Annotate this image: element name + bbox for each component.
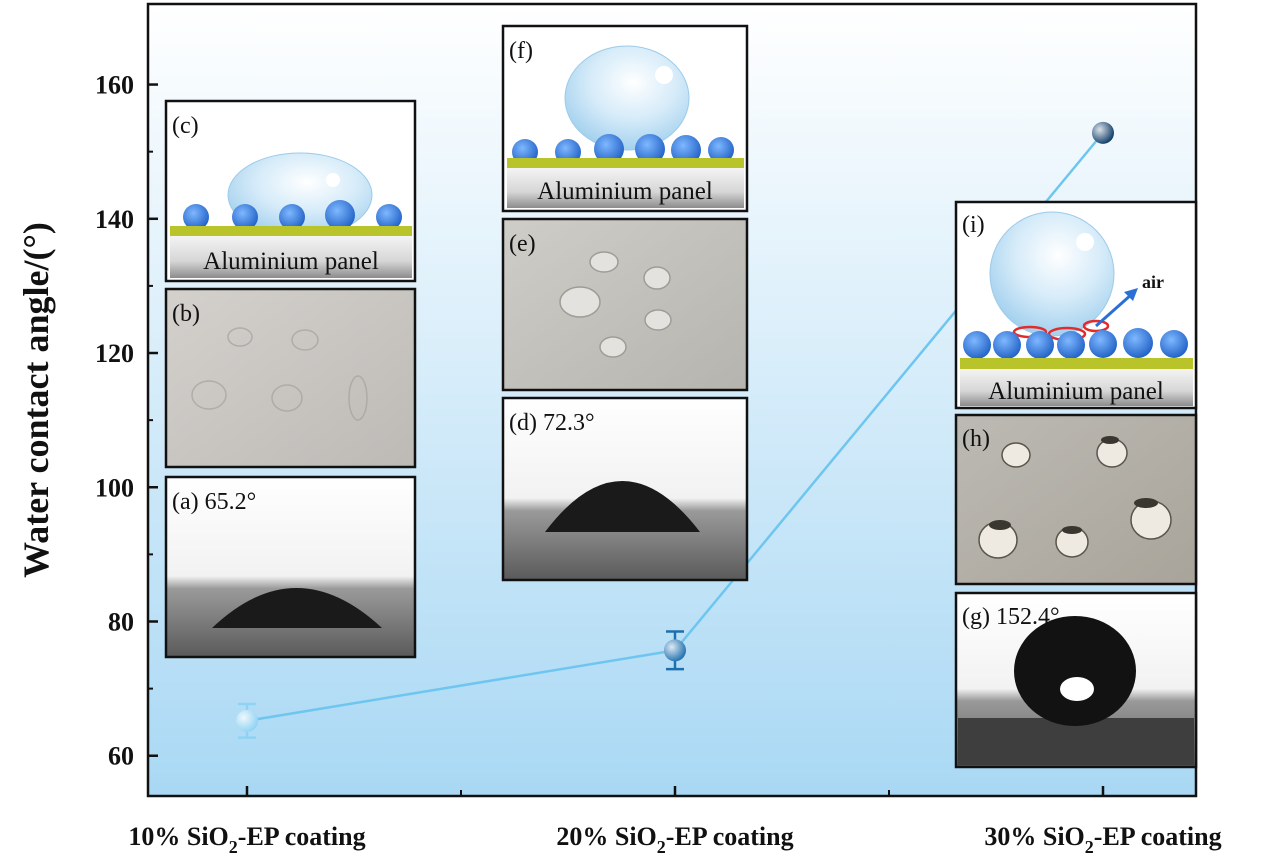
panel-c-tag: (c) bbox=[172, 113, 199, 139]
y-axis: 60 80 100 120 140 160 bbox=[95, 71, 158, 771]
panel-h-tag: (h) bbox=[962, 426, 990, 452]
panel-f-text: Aluminium panel bbox=[537, 178, 713, 205]
data-point bbox=[1092, 121, 1114, 144]
y-axis-label: Water contact angle/(°) bbox=[16, 222, 56, 578]
y-tick-label: 160 bbox=[95, 71, 134, 100]
panel-i-air-label: air bbox=[1142, 272, 1164, 292]
panel-i: air (i) Aluminium panel bbox=[954, 200, 1198, 410]
y-tick-label: 140 bbox=[95, 205, 134, 234]
y-tick-label: 100 bbox=[95, 473, 134, 502]
x-axis: 10% SiO2-EP coating 20% SiO2-EP coating 30… bbox=[128, 786, 1222, 857]
panel-f: (f) Aluminium panel bbox=[501, 24, 749, 213]
y-tick-label: 120 bbox=[95, 339, 134, 368]
panel-e-tag: (e) bbox=[509, 231, 536, 257]
panel-e: (e) bbox=[501, 217, 749, 392]
x-tick-label: 10% SiO2-EP coating bbox=[128, 822, 365, 857]
y-tick-label: 80 bbox=[108, 607, 134, 636]
panel-h: (h) bbox=[954, 413, 1198, 586]
panel-i-text: Aluminium panel bbox=[988, 378, 1164, 405]
panel-f-tag: (f) bbox=[509, 38, 533, 64]
panel-b-tag: (b) bbox=[172, 301, 200, 327]
x-tick-label: 20% SiO2-EP coating bbox=[556, 822, 793, 857]
data-point bbox=[236, 709, 258, 732]
panel-g: (g) 152.4° bbox=[954, 591, 1198, 769]
panel-g-tag: (g) 152.4° bbox=[962, 604, 1060, 630]
panel-a-tag: (a) 65.2° bbox=[172, 489, 256, 515]
panel-a: (a) 65.2° bbox=[164, 475, 417, 659]
panel-i-tag: (i) bbox=[962, 212, 985, 238]
panel-d-tag: (d) 72.3° bbox=[509, 410, 595, 436]
panel-c: (c) Aluminium panel bbox=[164, 99, 417, 283]
y-tick-label: 60 bbox=[108, 742, 134, 771]
data-point bbox=[664, 639, 686, 662]
x-tick-label: 30% SiO2-EP coating bbox=[984, 822, 1221, 857]
panel-d: (d) 72.3° bbox=[501, 396, 749, 582]
panel-c-text: Aluminium panel bbox=[203, 248, 379, 275]
panel-b: (b) bbox=[164, 287, 417, 469]
